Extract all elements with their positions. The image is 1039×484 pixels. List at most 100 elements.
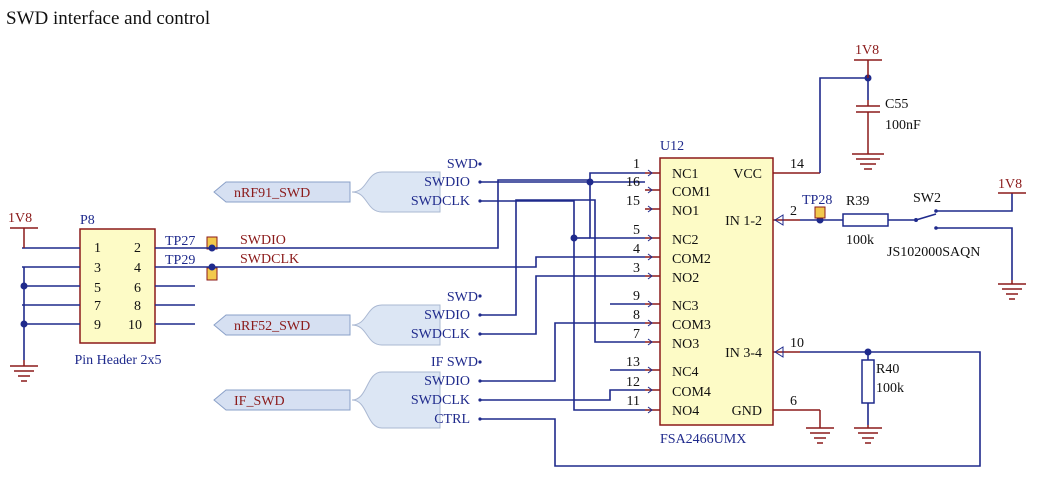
- p8-pin-number: 2: [134, 241, 141, 256]
- u12-pin-number: 2: [790, 204, 797, 219]
- wire-nrf91-swdclk: [480, 200, 645, 411]
- u12-pin-number: 9: [633, 289, 640, 304]
- u12-ref: U12: [660, 139, 684, 154]
- port-label: nRF52_SWD: [234, 319, 310, 334]
- capacitor-c55: C55 100nF: [852, 97, 921, 170]
- tp29-ref: TP29: [165, 253, 195, 268]
- port-signal-label: SWDIO: [424, 175, 470, 190]
- u12-pin-number: 10: [790, 336, 804, 351]
- test-point-tp28: TP28: [802, 193, 832, 219]
- u12-pin-number: 15: [626, 194, 640, 209]
- wire-if-swdclk: [480, 389, 645, 401]
- u12-part: FSA2466UMX: [660, 432, 746, 447]
- power-bar: [10, 227, 38, 248]
- wire-nrf52-swdclk: [480, 275, 645, 335]
- u12-left-pin-lines: [645, 172, 660, 411]
- u12-input-markers: [774, 214, 784, 358]
- power-1v8-right: 1V8: [998, 177, 1026, 194]
- u12-pin-number: 14: [790, 157, 804, 172]
- power-label: 1V8: [855, 43, 879, 58]
- ground-symbol-left: [10, 360, 38, 382]
- wire-sw2-gnd: [936, 227, 1013, 280]
- p8-pin-number: 10: [128, 318, 142, 333]
- u12-pin-number: 8: [633, 308, 640, 323]
- port-group-label: SWD: [447, 157, 478, 172]
- port-signal-label: SWDCLK: [411, 327, 470, 342]
- power-1v8-top: 1V8: [854, 43, 882, 78]
- p8-left-pin-numbers: 1 3 5 7 9: [94, 241, 101, 333]
- port-flag: [213, 389, 351, 411]
- u12-pin-name: NC2: [672, 233, 698, 248]
- port-label: nRF91_SWD: [234, 186, 310, 201]
- u12-pin-name: COM1: [672, 185, 711, 200]
- u12-pin-name: VCC: [733, 167, 762, 182]
- u12-pin-name: COM2: [672, 252, 711, 267]
- switch-sw2: SW2 JS102000SAQN: [887, 191, 980, 260]
- sw2-part: JS102000SAQN: [887, 245, 980, 260]
- ground-symbol: [854, 425, 882, 444]
- wire-sw2-1v8: [936, 193, 1013, 212]
- tp28-ref: TP28: [802, 193, 832, 208]
- port-signal-label: SWDCLK: [411, 194, 470, 209]
- u12-pin-number: 7: [633, 327, 640, 342]
- r40-body: [861, 359, 875, 404]
- power-bar: [854, 59, 882, 78]
- port-label: IF_SWD: [234, 394, 285, 409]
- u12-pin-number: 16: [626, 175, 640, 190]
- c55-value: 100nF: [885, 118, 921, 133]
- net-label-swdio: SWDIO: [240, 233, 286, 248]
- port-flag: [213, 314, 351, 336]
- u12-pin-number: 5: [633, 223, 640, 238]
- p8-pin-number: 1: [94, 241, 101, 256]
- u12-pin-name: IN 3-4: [725, 346, 762, 361]
- p8-pin-number: 4: [134, 261, 141, 276]
- sw2-ref: SW2: [913, 191, 941, 206]
- p8-pin-number: 3: [94, 261, 101, 276]
- net-label-swdclk: SWDCLK: [240, 252, 299, 267]
- u12-pin-name: NC1: [672, 167, 698, 182]
- r40-value: 100k: [876, 381, 904, 396]
- wire-if-swdio: [480, 322, 645, 382]
- resistor-r39: R39 100k: [842, 194, 889, 248]
- r40-ref: R40: [876, 362, 899, 377]
- u12-left-pin-names: NC1 COM1 NO1 NC2 COM2 NO2 NC3 COM3 NO3 N…: [672, 167, 711, 419]
- u12-pin-name: NO1: [672, 204, 699, 219]
- p8-pin-number: 6: [134, 281, 141, 296]
- u12-pin-name: NO2: [672, 271, 699, 286]
- p8-pin-number: 9: [94, 318, 101, 333]
- port-nrf52-swd: nRF52_SWD SWD SWDIO SWDCLK: [213, 290, 482, 346]
- u12-pin-name: IN 1-2: [725, 214, 762, 229]
- u12-pin-number: 6: [790, 394, 797, 409]
- power-label: 1V8: [998, 177, 1022, 192]
- u12-pin-number: 3: [633, 261, 640, 276]
- port-signal-label: SWDCLK: [411, 393, 470, 408]
- port-flag: [213, 181, 351, 203]
- tp27-ref: TP27: [165, 234, 195, 249]
- port-signal-label: SWDIO: [424, 308, 470, 323]
- u12-pin-number: 13: [626, 355, 640, 370]
- wire-unused-nc: [610, 303, 645, 371]
- capacitor-plates: [856, 100, 880, 150]
- u12-pin-name: COM4: [672, 385, 711, 400]
- p8-pin-number: 5: [94, 281, 101, 296]
- port-if-swd: IF_SWD IF SWD SWDIO SWDCLK CTRL: [213, 355, 482, 429]
- wire-header-swdclk: [195, 256, 645, 268]
- ground-symbol-u12: [806, 410, 834, 444]
- u12-pin-name: COM3: [672, 318, 711, 333]
- pin-header-p8: P8 Pin Header 2x5 1 3 5 7 9 2 4 6 8 10: [22, 213, 195, 368]
- wire-vcc: [819, 77, 869, 173]
- u12-left-pin-numbers: 1 16 15 5 4 3 9 8 7 13 12 11: [626, 157, 640, 409]
- resistor-r40: R40 100k: [854, 352, 904, 444]
- u12-pin-number: 4: [633, 242, 640, 257]
- port-group-label: IF SWD: [431, 355, 478, 370]
- u12-right-pin-lines: [773, 172, 820, 411]
- port-signal-label: SWDIO: [424, 374, 470, 389]
- junction-dot: [586, 178, 594, 186]
- r39-body: [842, 213, 889, 227]
- u12-pin-number: 1: [633, 157, 640, 172]
- wire-if-ctrl: [480, 351, 981, 467]
- u12-pin-name: NO3: [672, 337, 699, 352]
- sw2-lever: [915, 213, 937, 221]
- u12-pin-number: 12: [626, 375, 640, 390]
